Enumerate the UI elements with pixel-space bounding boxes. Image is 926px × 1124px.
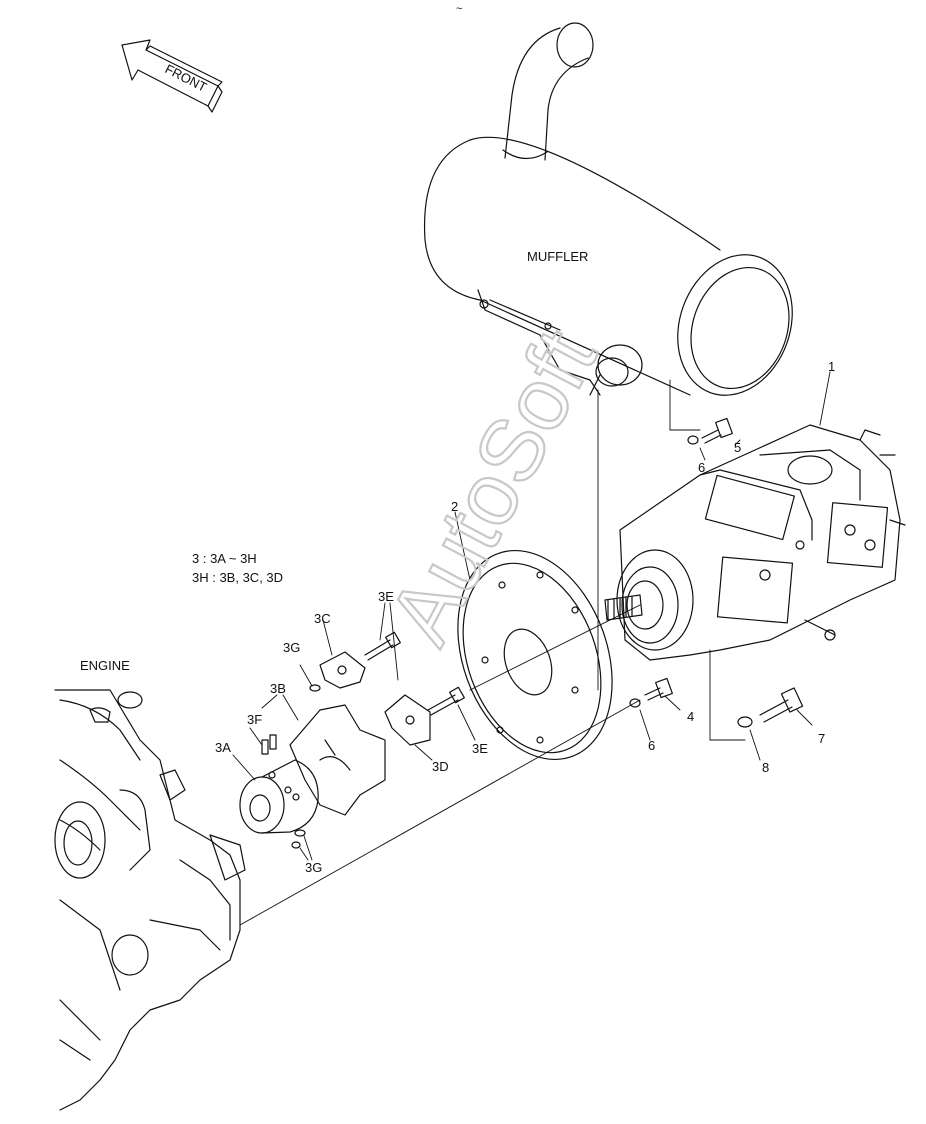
bracket-lower-part bbox=[384, 694, 431, 746]
callout-2: 2 bbox=[451, 499, 458, 514]
callout-8: 8 bbox=[762, 760, 769, 775]
callout-4: 4 bbox=[687, 709, 694, 724]
callout-3a: 3A bbox=[215, 740, 231, 755]
front-label: FRONT bbox=[163, 61, 210, 95]
top-mark: ~ bbox=[456, 3, 462, 15]
muffler-label: MUFFLER bbox=[527, 249, 588, 264]
note-line-1: 3 : 3A ~ 3H bbox=[192, 551, 257, 566]
callout-6-top: 6 bbox=[698, 460, 705, 475]
leader-lines bbox=[232, 371, 831, 926]
bolt-7-part bbox=[737, 687, 804, 728]
callout-3g-bottom: 3G bbox=[305, 860, 322, 875]
flywheel-plate-part bbox=[457, 549, 613, 761]
front-arrow-icon bbox=[121, 39, 223, 113]
callout-3d: 3D bbox=[432, 759, 449, 774]
engine-label: ENGINE bbox=[80, 658, 130, 673]
callout-3g-top: 3G bbox=[283, 640, 300, 655]
callout-5: 5 bbox=[734, 440, 741, 455]
bolt-5-part bbox=[687, 417, 733, 445]
callout-1: 1 bbox=[828, 359, 835, 374]
pump-assembly-part bbox=[604, 424, 906, 661]
coupling-hub-part bbox=[239, 759, 319, 834]
elastic-element-part bbox=[289, 704, 386, 816]
callout-3b: 3B bbox=[270, 681, 286, 696]
engine-part bbox=[54, 689, 246, 1111]
bolt-part bbox=[364, 631, 465, 716]
callout-3e-bottom: 3E bbox=[472, 741, 488, 756]
bolt-4-part bbox=[629, 677, 673, 708]
callout-3e-top: 3E bbox=[378, 589, 394, 604]
ring-part bbox=[291, 684, 321, 849]
callout-6-bottom: 6 bbox=[648, 738, 655, 753]
muffler-part bbox=[423, 22, 793, 396]
callout-3f: 3F bbox=[247, 712, 262, 727]
callout-3c: 3C bbox=[314, 611, 331, 626]
set-screw-part bbox=[261, 734, 277, 755]
note-line-2: 3H : 3B, 3C, 3D bbox=[192, 570, 283, 585]
bracket-part bbox=[319, 651, 366, 689]
callout-7: 7 bbox=[818, 731, 825, 746]
